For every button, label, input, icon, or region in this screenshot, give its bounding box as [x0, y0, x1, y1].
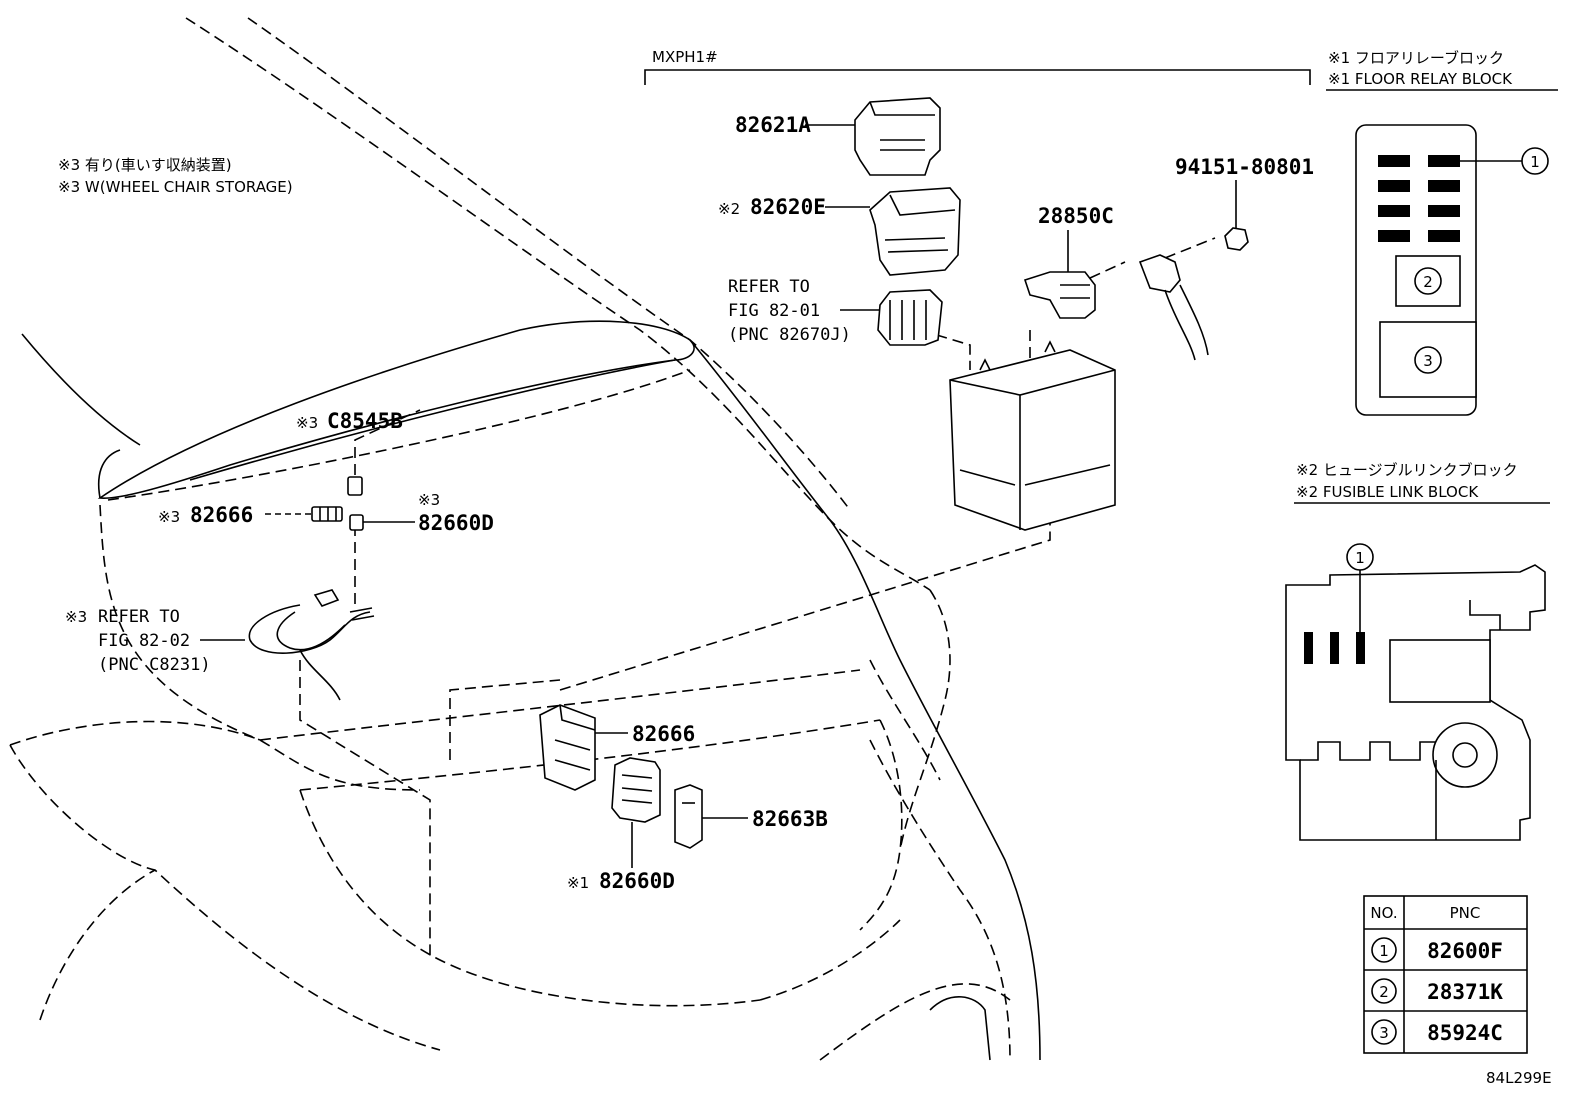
floor-callout-3: 3	[1423, 352, 1433, 370]
label-82666-upper: 82666	[190, 503, 253, 527]
fusible-link-block-inset: ※2 ヒュージブルリンクブロック ※2 FUSIBLE LINK BLOCK 1	[1285, 461, 1550, 841]
ref2-line3: (PNC C8231)	[98, 655, 211, 675]
label-82621A: 82621A	[735, 113, 811, 137]
part-28850C[interactable]	[1023, 230, 1096, 319]
mark-82666-upper: ※3	[158, 508, 180, 526]
label-82666-lower: 82666	[632, 722, 695, 746]
relay-slot-2	[1395, 255, 1461, 307]
pnc-row-3-no: 3	[1379, 1024, 1389, 1042]
pnc-row-2-pnc: 28371K	[1427, 980, 1503, 1004]
ref2-line2: FIG 82-02	[98, 631, 190, 651]
pnc-row-1-pnc: 82600F	[1427, 939, 1503, 963]
floor-callout-1: 1	[1530, 153, 1540, 171]
floor-relay-title-jp: ※1 フロアリレーブロック	[1328, 49, 1504, 67]
mark-ref2: ※3	[65, 608, 87, 626]
ref1-line1: REFER TO	[728, 277, 810, 297]
pnc-table: NO. PNC 1 82600F 2 28371K 3 85924C	[1363, 895, 1528, 1054]
part-C8545B[interactable]	[347, 476, 363, 496]
part-wire-harness-C8231[interactable]	[200, 589, 375, 701]
fusible-callout-1: 1	[1355, 549, 1365, 567]
pnc-row-3-pnc: 85924C	[1427, 1021, 1503, 1045]
model-bracket-label: MXPH1#	[652, 48, 718, 66]
label-82663B: 82663B	[752, 807, 828, 831]
part-battery[interactable]	[949, 340, 1116, 531]
mark-82660D-upper: ※3	[418, 491, 440, 509]
vehicle-body-outline	[9, 17, 1041, 1061]
note3-jp: ※3 有り(車いす収納装置)	[58, 156, 232, 174]
relay-slot-3	[1379, 321, 1477, 398]
part-82666-upper[interactable]	[265, 506, 343, 522]
model-bracket: MXPH1#	[644, 48, 1311, 85]
part-battery-terminal-cable[interactable]	[1138, 254, 1209, 361]
pnc-row-2-no: 2	[1379, 983, 1389, 1001]
relay-fuse-slots	[1378, 155, 1460, 242]
ref1-line2: FIG 82-01	[728, 301, 820, 321]
mark-82620E: ※2	[718, 200, 740, 218]
note3-en: ※3 W(WHEEL CHAIR STORAGE)	[58, 178, 293, 196]
part-82660D-lower[interactable]	[611, 757, 661, 868]
ref2-line1: REFER TO	[98, 607, 180, 627]
mark-82660D-lower: ※1	[567, 874, 589, 892]
part-82620E[interactable]	[825, 187, 961, 276]
label-82660D-upper: 82660D	[418, 511, 494, 535]
label-94151-80801: 94151-80801	[1175, 155, 1314, 179]
assembly-leader-lines	[299, 237, 1216, 960]
floor-relay-title-en: ※1 FLOOR RELAY BLOCK	[1328, 70, 1513, 88]
ref1-line3: (PNC 82670J)	[728, 325, 851, 345]
fusible-title-en: ※2 FUSIBLE LINK BLOCK	[1296, 483, 1479, 501]
fusible-title-jp: ※2 ヒュージブルリンクブロック	[1296, 461, 1518, 479]
part-82663B[interactable]	[674, 784, 748, 849]
part-94151-80801[interactable]	[1224, 180, 1249, 251]
part-82660D-upper[interactable]	[349, 514, 415, 531]
diagram-code: 84L299E	[1486, 1069, 1552, 1087]
floor-relay-block-inset: ※1 フロアリレーブロック ※1 FLOOR RELAY BLOCK 1 2 3	[1326, 49, 1558, 416]
label-C8545B: C8545B	[327, 409, 403, 433]
mark-C8545B: ※3	[296, 414, 318, 432]
pnc-header-pnc: PNC	[1450, 904, 1481, 922]
label-82620E: 82620E	[750, 195, 826, 219]
part-82666-lower[interactable]	[539, 704, 628, 791]
part-fuse-block-ref1[interactable]	[840, 289, 943, 346]
pnc-header-no: NO.	[1370, 904, 1397, 922]
part-82621A[interactable]	[805, 97, 941, 176]
pnc-row-1-no: 1	[1379, 942, 1389, 960]
label-82660D-lower: 82660D	[599, 869, 675, 893]
floor-callout-2: 2	[1423, 273, 1433, 291]
label-28850C: 28850C	[1038, 204, 1114, 228]
